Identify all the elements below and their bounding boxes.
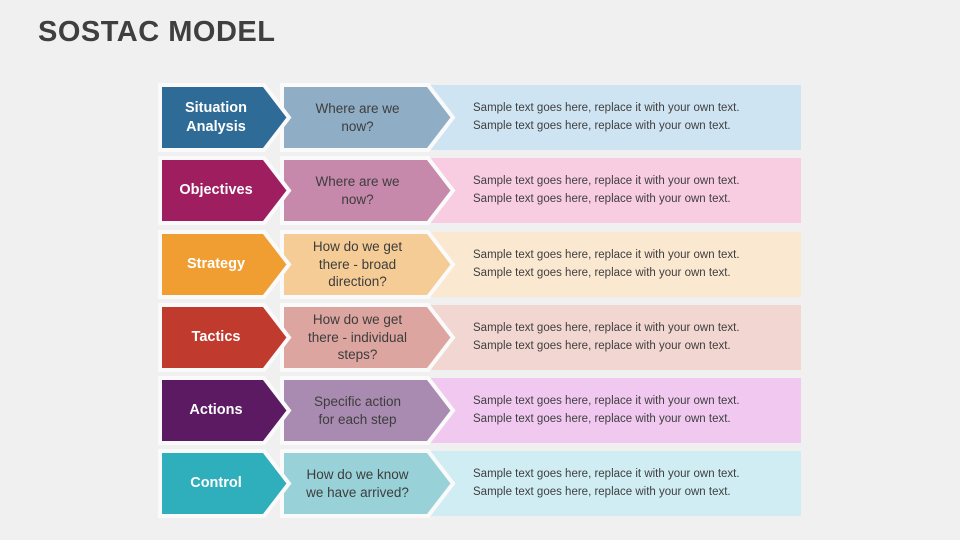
stage-description: Sample text goes here, replace it with y…: [473, 85, 803, 150]
description-line: Sample text goes here, replace it with y…: [473, 468, 740, 481]
stage-label: Tactics: [191, 329, 241, 346]
stage-label: Situation Analysis: [184, 100, 248, 135]
row-shapes: [158, 449, 801, 518]
row-shapes: [158, 230, 801, 299]
stage-label: Actions: [189, 402, 243, 419]
stage-question: Specific action for each step: [285, 378, 430, 443]
stage-question: Where are we now?: [285, 158, 430, 223]
question-arrow-shape: [280, 376, 456, 445]
stage-question: How do we get there - broad direction?: [285, 232, 430, 297]
row-actions: Actions Specific action for each step Sa…: [157, 375, 817, 446]
question-line: now?: [341, 191, 374, 207]
stage-question: How do we know we have arrived?: [285, 451, 430, 516]
question-line: How do we get: [312, 311, 403, 327]
stage-description: Sample text goes here, replace it with y…: [473, 232, 803, 297]
question-line: there - broad: [318, 256, 397, 272]
stage-question: How do we get there - individual steps?: [285, 305, 430, 370]
stage-description: Sample text goes here, replace it with y…: [473, 158, 803, 223]
description-panel: [430, 378, 801, 443]
row-shapes: [158, 83, 801, 152]
description-panel: [430, 158, 801, 223]
question-arrow-shape: [280, 156, 456, 225]
question-line: How do we get: [312, 238, 403, 254]
row-objectives: Objectives Where are we now? Sample text…: [157, 155, 817, 226]
row-situation-analysis: Situation Analysis Where are we now? Sam…: [157, 82, 817, 153]
description-line: Sample text goes here, replace with your…: [473, 412, 731, 425]
description-line: Sample text goes here, replace with your…: [473, 485, 731, 498]
description-panel: [430, 85, 801, 150]
question-line: Where are we: [315, 100, 400, 116]
label-arrow-shape: [158, 449, 292, 518]
stage-description: Sample text goes here, replace it with y…: [473, 305, 803, 370]
question-line: steps?: [337, 347, 378, 363]
description-line: Sample text goes here, replace it with y…: [473, 102, 740, 115]
description-panel: [430, 305, 801, 370]
row-control: Control How do we know we have arrived? …: [157, 448, 817, 519]
label-arrow-shape: [158, 83, 292, 152]
question-line: there - individual: [307, 329, 408, 345]
question-line: now?: [341, 118, 374, 134]
stage-label: Control: [190, 475, 242, 492]
question-arrow-shape: [280, 230, 456, 299]
row-tactics: Tactics How do we get there - individual…: [157, 302, 817, 373]
stage-description: Sample text goes here, replace it with y…: [473, 378, 803, 443]
question-line: How do we know: [306, 466, 409, 482]
question-line: for each step: [318, 411, 397, 427]
description-line: Sample text goes here, replace it with y…: [473, 322, 740, 335]
label-arrow-shape: [158, 303, 292, 372]
label-arrow-shape: [158, 230, 292, 299]
stage-label: Objectives: [179, 182, 253, 199]
question-arrow-shape: [280, 83, 456, 152]
question-line: Where are we: [315, 173, 400, 189]
description-line: Sample text goes here, replace it with y…: [473, 175, 740, 188]
description-line: Sample text goes here, replace with your…: [473, 339, 731, 352]
stage-description: Sample text goes here, replace it with y…: [473, 451, 803, 516]
stage-label: Strategy: [186, 256, 246, 273]
row-strategy: Strategy How do we get there - broad dir…: [157, 229, 817, 300]
question-line: Specific action: [313, 393, 402, 409]
slide-title: SOSTAC MODEL: [38, 16, 276, 48]
description-line: Sample text goes here, replace with your…: [473, 266, 731, 279]
description-line: Sample text goes here, replace with your…: [473, 192, 731, 205]
description-line: Sample text goes here, replace with your…: [473, 119, 731, 132]
description-panel: [430, 451, 801, 516]
question-line: direction?: [328, 274, 387, 290]
question-line: we have arrived?: [306, 484, 409, 500]
description-line: Sample text goes here, replace it with y…: [473, 249, 740, 262]
description-panel: [430, 232, 801, 297]
label-arrow-shape: [158, 156, 292, 225]
stage-question: Where are we now?: [285, 85, 430, 150]
description-line: Sample text goes here, replace it with y…: [473, 395, 740, 408]
label-arrow-shape: [158, 376, 292, 445]
row-shapes: [158, 303, 801, 372]
question-arrow-shape: [280, 449, 456, 518]
row-shapes: [158, 376, 801, 445]
row-shapes: [158, 156, 801, 225]
question-arrow-shape: [280, 303, 456, 372]
